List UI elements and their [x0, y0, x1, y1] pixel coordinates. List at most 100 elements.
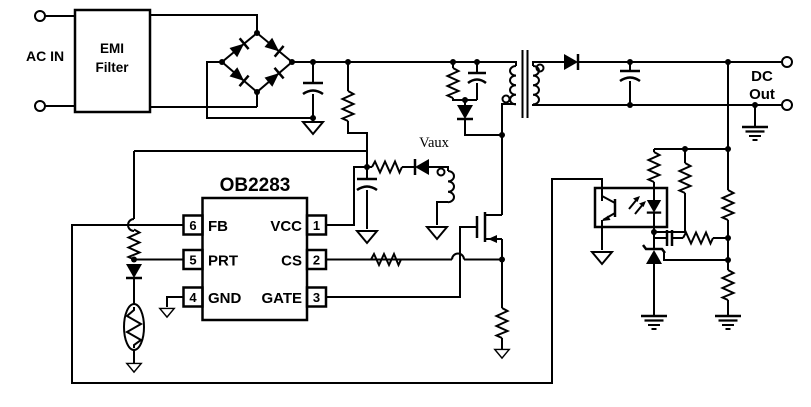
opto-light-arrowhead-1 [633, 196, 640, 202]
opto-light-arrowhead-2 [639, 201, 646, 207]
pin-label-vcc: VCC [270, 218, 302, 235]
wire-gnd-pin [166, 296, 183, 307]
emi-filter-box [73, 8, 152, 114]
ac-terminal-bottom [34, 100, 46, 112]
pin-number-2: 2 [313, 253, 320, 268]
wire-snubdiode-bottom [464, 119, 502, 136]
comp-resistor [682, 231, 714, 245]
pin-box-3 [305, 286, 328, 308]
emi-label-line1: EMI [100, 41, 124, 56]
ac-terminal-top [34, 10, 46, 22]
snubber-resistor [446, 67, 460, 99]
dc-out-label-line2: Out [749, 86, 775, 103]
pin-number-4: 4 [189, 290, 197, 305]
wire-dc-minus-rail [532, 104, 782, 106]
ntc-ground [126, 362, 142, 373]
dc-terminal-plus [781, 56, 793, 68]
pin-box-1 [305, 214, 328, 236]
secondary-earth-output [740, 125, 770, 142]
vaux-label: Vaux [419, 135, 450, 151]
aux-phase-dot [436, 167, 446, 177]
power-mosfet [475, 212, 502, 243]
pin-number-3: 3 [313, 290, 320, 305]
bridge-diamond [221, 31, 294, 94]
secondary-winding [532, 65, 540, 106]
wire-line-to-bridge-top [150, 14, 258, 33]
snubber-capacitor [467, 71, 487, 85]
pin-box-5 [182, 248, 204, 271]
ntc-thermistor [123, 303, 145, 351]
opto-led-resistor [647, 151, 661, 183]
junction-dots [131, 30, 758, 263]
zener-cathode-bar [642, 244, 666, 254]
primary-ground-bulk [302, 121, 324, 135]
ac-in-label: AC IN [26, 48, 64, 64]
wire-bridge-neg-to-gnd [206, 61, 313, 119]
wire-auxcoil-gnd [436, 201, 448, 225]
opto-led [645, 198, 663, 214]
optocoupler [593, 186, 669, 229]
output-capacitor [619, 69, 641, 83]
wire-startup-to-vccnode [347, 121, 368, 167]
cs-resistor [370, 253, 402, 266]
wire-fb-loop [71, 178, 603, 384]
aux-winding [447, 170, 455, 204]
primary-phase-dot [501, 94, 511, 104]
secondary-earth-divider [713, 314, 743, 331]
opto-bias-resistor [678, 162, 692, 194]
zener-triangle [646, 250, 662, 264]
divider-lower-resistor [721, 269, 735, 301]
pin-label-cs: CS [281, 253, 302, 270]
pin-label-gate: GATE [261, 290, 302, 307]
secondary-phase-dot [535, 63, 545, 73]
pin-label-fb: FB [208, 218, 228, 235]
current-sense-resistor [495, 307, 509, 339]
ic-part-number: OB2283 [220, 175, 291, 196]
snubber-diode [455, 103, 475, 121]
compensation-network [665, 230, 714, 246]
pin-box-4 [182, 286, 204, 308]
vcc-rectifier-diode [413, 157, 431, 177]
zener-shunt-regulator [642, 244, 666, 264]
output-rectifier-diode [562, 52, 580, 72]
wire-cs-line-with-hop [326, 252, 502, 261]
emi-label-line2: Filter [95, 60, 129, 75]
wire-secondary-top [532, 61, 564, 66]
aux-ground [426, 226, 448, 240]
wire-primary-bottom [501, 103, 516, 135]
divider-upper-resistor [721, 189, 735, 221]
secondary-earth-zener [639, 314, 669, 331]
optocoupler-box [593, 186, 669, 229]
sense-resistor-ground [494, 348, 510, 359]
pin-label-prt: PRT [208, 253, 238, 270]
wire-snub-join [452, 98, 477, 101]
pin-number-1: 1 [313, 218, 320, 233]
prt-resistor [127, 228, 141, 261]
opto-emitter-arrow [602, 215, 611, 221]
dc-out-label-line1: DC [751, 68, 773, 85]
prt-diode [124, 262, 144, 280]
vcc-capacitor [356, 177, 378, 192]
wire-hv-rail [292, 61, 517, 66]
pin-box-2 [305, 248, 328, 271]
opto-transistor-collector [601, 195, 616, 204]
pin-number-5: 5 [189, 253, 196, 268]
bridge-rectifier [221, 31, 294, 94]
bulk-capacitor [302, 81, 324, 96]
aux-winding-circuit [371, 157, 455, 204]
pin-label-gnd: GND [208, 290, 242, 307]
ic-gnd-pin-ground [159, 307, 175, 318]
wire-auxdiode-to-coil [429, 166, 449, 171]
wiring [45, 14, 782, 384]
pin-box-6 [182, 214, 204, 236]
primary-winding [509, 65, 517, 106]
wire-vcc-pin [326, 166, 367, 226]
pin-number-6: 6 [189, 218, 196, 233]
wire-prt-vertical-with-hop [127, 151, 135, 232]
mosfet-arrow [488, 235, 497, 243]
wire-gate-line [326, 226, 477, 298]
startup-resistor [341, 90, 355, 122]
transformer [501, 50, 545, 118]
vcc-series-resistor [371, 160, 403, 174]
